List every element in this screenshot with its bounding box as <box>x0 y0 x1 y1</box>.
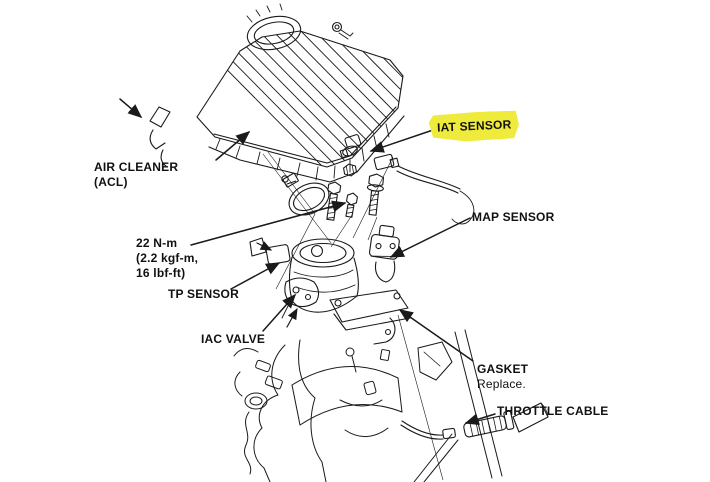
label-iat-sensor: IAT SENSOR <box>436 117 512 135</box>
leader-air-cleaner <box>215 131 251 161</box>
air-cleaner-drawing <box>149 3 405 183</box>
intake-manifold-drawing <box>233 329 503 482</box>
label-torque-spec: 22 N-m (2.2 kgf-m, 16 lbf-ft) <box>136 236 198 281</box>
gasket-part <box>329 289 411 331</box>
label-torque-line1: 22 N-m <box>136 236 178 250</box>
leader-map-sensor <box>389 217 471 258</box>
leader-gasket <box>398 309 474 362</box>
leader-arrows <box>119 98 496 425</box>
label-throttle-cable: THROTTLE CABLE <box>497 404 609 418</box>
label-air-cleaner-line2: (ACL) <box>94 175 128 189</box>
assembly-arrow-iac <box>286 307 298 328</box>
assembly-arrow-tp <box>256 241 273 251</box>
label-gasket-line2: Replace. <box>477 377 526 391</box>
label-air-cleaner: AIR CLEANER (ACL) <box>94 160 178 190</box>
iat-sensor-drawing <box>339 134 475 225</box>
iat-sensor-highlight: IAT SENSOR <box>428 110 519 143</box>
alignment-lines <box>262 151 444 481</box>
label-map-sensor: MAP SENSOR <box>472 210 555 224</box>
tp-sensor-part <box>249 237 291 265</box>
label-air-cleaner-line1: AIR CLEANER <box>94 160 179 174</box>
leader-throttle-cable <box>464 413 496 425</box>
label-torque-line2: (2.2 kgf-m, <box>136 251 199 265</box>
throttle-cable-drawing <box>400 402 549 440</box>
leader-iat-sensor <box>369 128 437 153</box>
label-iac-valve: IAC VALVE <box>201 332 266 346</box>
leader-torque <box>190 200 347 246</box>
label-tp-sensor: TP SENSOR <box>168 287 239 301</box>
label-torque-line3: 16 lbf-ft) <box>136 266 186 280</box>
throttle-body-drawing <box>249 224 411 345</box>
label-gasket: GASKET Replace. <box>477 362 528 392</box>
leader-air-cleaner-2 <box>119 98 143 118</box>
leader-iac-valve <box>262 293 296 332</box>
label-gasket-line1: GASKET <box>477 362 529 376</box>
leader-tp-sensor <box>230 262 281 290</box>
